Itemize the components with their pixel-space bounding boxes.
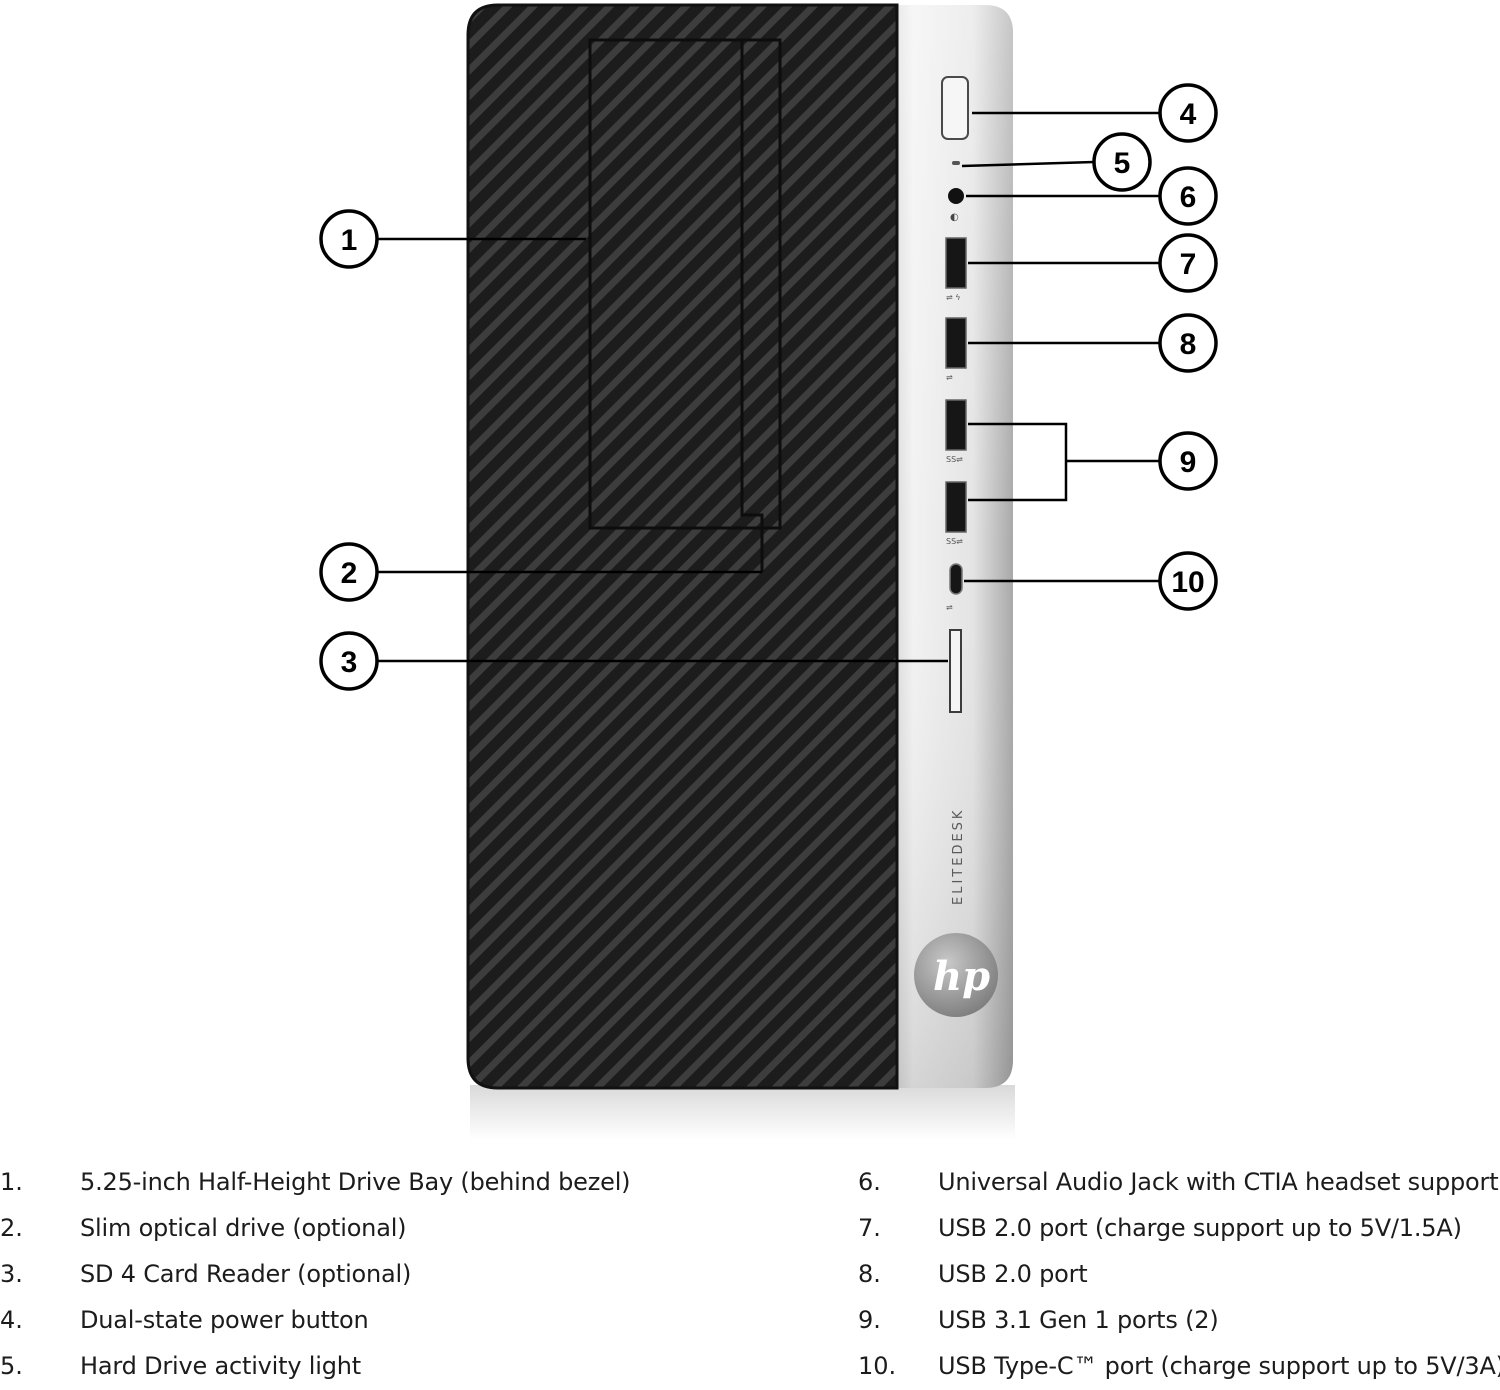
svg-text:3: 3 [341,646,358,679]
legend-text: Hard Drive activity light [80,1352,361,1380]
legend-text: 5.25-inch Half-Height Drive Bay (behind … [80,1168,631,1196]
callout-9: 9 [1158,431,1218,491]
usb31-port-a[interactable] [945,399,967,451]
usb-type-c-port[interactable] [949,563,963,595]
legend-number: 8. [858,1260,881,1288]
legend: 1. 5.25-inch Half-Height Drive Bay (behin… [0,1160,1500,1385]
usb-icon: ⇌ ϟ [946,293,961,302]
callout-7: 7 [1158,233,1218,293]
leader-lines [378,111,1160,663]
svg-text:7: 7 [1180,248,1197,281]
legend-number: 1. [0,1168,23,1196]
sd-card-slot[interactable] [949,629,962,713]
svg-text:4: 4 [1180,98,1197,131]
legend-number: 6. [858,1168,881,1196]
floor-shadow [470,1085,1015,1140]
legend-number: 5. [0,1352,23,1380]
legend-text: USB Type-C™ port (charge support up to 5… [938,1352,1500,1380]
usb-ss-icon: SS⇌ [946,537,963,546]
logo-text: hp [933,953,990,1000]
usb-icon: ⇌ [946,603,953,612]
legend-number: 3. [0,1260,23,1288]
usb2-port[interactable] [945,317,967,369]
front-io: ◐ ⇌ ϟ ⇌ SS⇌ SS⇌ ⇌ [941,76,969,713]
svg-text:5: 5 [1114,147,1131,180]
drive-bay-outline [588,38,782,530]
optical-drive-outline [740,40,764,572]
svg-text:10: 10 [1171,566,1204,599]
legend-number: 7. [858,1214,881,1242]
legend-text: Universal Audio Jack with CTIA headset s… [938,1168,1499,1196]
silver-front-strip [880,5,1013,1088]
legend-text: USB 2.0 port (charge support up to 5V/1.… [938,1214,1462,1242]
audio-jack[interactable] [948,188,964,204]
callout-5: 5 [1092,132,1152,192]
legend-number: 2. [0,1214,23,1242]
brand-text: ELITEDESK [951,808,966,905]
callout-4: 4 [1158,83,1218,143]
front-bezel [466,3,899,1090]
usb2-port-charge[interactable] [945,237,967,289]
pc-front-diagram: ◐ ⇌ ϟ ⇌ SS⇌ SS⇌ ⇌ ELITEDESK hp 1 2 3 [319,3,1218,1140]
svg-text:2: 2 [341,557,358,590]
svg-text:1: 1 [341,224,358,257]
power-button[interactable] [941,76,969,140]
callout-6: 6 [1158,166,1218,226]
svg-text:9: 9 [1180,446,1197,479]
hdd-activity-light [952,161,960,165]
legend-text: SD 4 Card Reader (optional) [80,1260,412,1288]
callout-2: 2 [319,542,379,602]
hp-logo: hp [914,933,998,1017]
usb31-port-b[interactable] [945,481,967,533]
legend-number: 9. [858,1306,881,1334]
callout-1: 1 [319,209,379,269]
legend-text: USB 3.1 Gen 1 ports (2) [938,1306,1219,1334]
svg-text:6: 6 [1180,181,1197,214]
usb-icon: ⇌ [946,373,953,382]
usb-ss-icon: SS⇌ [946,455,963,464]
legend-text: USB 2.0 port [938,1260,1088,1288]
svg-text:8: 8 [1180,328,1197,361]
legend-text: Dual-state power button [80,1306,369,1334]
callouts: 1 2 3 4 5 6 7 8 9 10 [319,83,1218,691]
callout-3: 3 [319,631,379,691]
legend-text: Slim optical drive (optional) [80,1214,407,1242]
callout-10: 10 [1158,551,1218,611]
headset-icon: ◐ [950,212,959,223]
legend-number: 4. [0,1306,23,1334]
callout-8: 8 [1158,313,1218,373]
legend-number: 10. [858,1352,897,1380]
